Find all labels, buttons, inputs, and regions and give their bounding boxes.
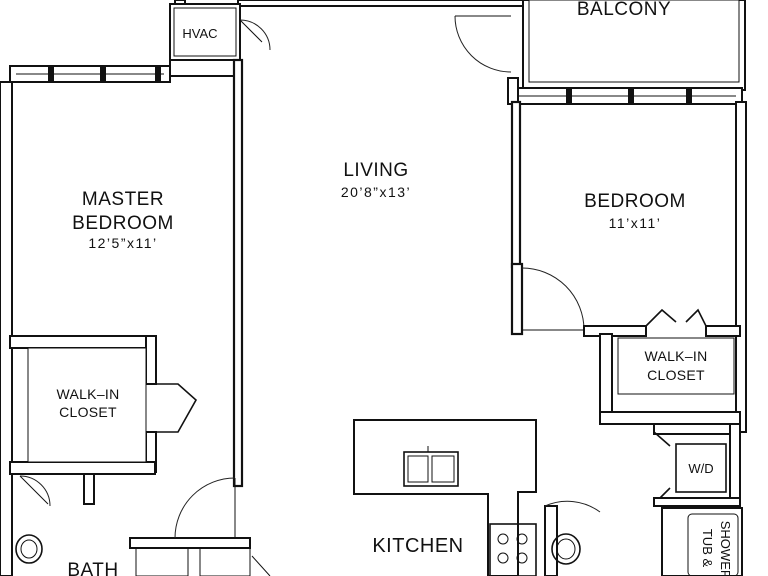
kitchen-sink bbox=[403, 451, 459, 487]
hvac-label: HVAC bbox=[182, 26, 217, 41]
bath-door-swing bbox=[174, 477, 236, 539]
master-closet-bifold-door bbox=[156, 383, 198, 433]
laundry-label: W/D bbox=[688, 461, 713, 476]
bath-closet-door-swing bbox=[19, 475, 51, 507]
bedroom-2-door-swing bbox=[521, 267, 585, 331]
bath-sink bbox=[15, 534, 43, 564]
kitchen-label: KITCHEN bbox=[372, 535, 463, 557]
washer-dryer bbox=[675, 443, 727, 493]
master-closet-label-2: CLOSET bbox=[59, 404, 117, 420]
hall-bath: TUB & SHOWER bbox=[544, 500, 743, 576]
hvac-door-swing bbox=[239, 19, 271, 51]
kitchen: KITCHEN bbox=[353, 419, 537, 576]
laundry: W/D bbox=[653, 423, 741, 507]
bedroom-closet-label-2: CLOSET bbox=[647, 367, 705, 383]
master-bedroom: MASTER BEDROOM 12’5”x11’ bbox=[0, 58, 244, 576]
living-label: LIVING bbox=[343, 160, 408, 181]
bath-label: BATH bbox=[67, 560, 118, 576]
hall-bath-sink bbox=[551, 533, 581, 565]
tub-label-2: SHOWER bbox=[718, 521, 733, 576]
master-closet-label-1: WALK–IN bbox=[56, 386, 119, 402]
tub-label-1: TUB & bbox=[700, 529, 715, 568]
living-dims: 20’8”x13’ bbox=[341, 184, 411, 200]
master-bedroom-dims: 12’5”x11’ bbox=[88, 235, 157, 251]
bedroom-closet-label-1: WALK–IN bbox=[644, 348, 707, 364]
balcony-door-swing bbox=[454, 15, 512, 73]
bath: BATH bbox=[15, 473, 271, 576]
bedroom-2-label: BEDROOM bbox=[584, 191, 686, 212]
bedroom-walk-in-closet: WALK–IN CLOSET bbox=[583, 308, 741, 425]
kitchen-range bbox=[489, 523, 537, 576]
hvac-closet: HVAC bbox=[169, 3, 271, 61]
living-room: LIVING 20’8”x13’ bbox=[341, 160, 411, 200]
master-bedroom-name-2: BEDROOM bbox=[72, 213, 174, 234]
master-bedroom-name-1: MASTER bbox=[82, 189, 164, 210]
balcony: BALCONY bbox=[454, 0, 746, 91]
laundry-bifold-door bbox=[653, 431, 671, 505]
bedroom-2-dims: 11’x11’ bbox=[609, 215, 662, 231]
balcony-label: BALCONY bbox=[577, 0, 671, 20]
bedroom-closet-bifold-door bbox=[645, 308, 707, 327]
master-walk-in-closet: WALK–IN CLOSET bbox=[9, 335, 198, 475]
hall-bath-door-swing bbox=[544, 500, 601, 513]
